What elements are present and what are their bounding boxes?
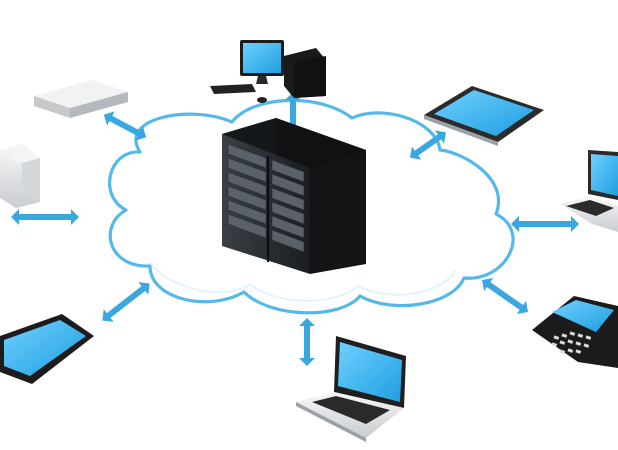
server-rack-icon [222, 118, 366, 274]
smartphone-keyboard-icon [532, 296, 618, 368]
arrow-hub-to-laptop-right [511, 216, 579, 232]
network-appliance-icon [34, 80, 128, 118]
storage-box-icon [0, 144, 40, 208]
arrow-hub-to-smartphone-touch [102, 282, 150, 322]
laptop-right-icon [560, 150, 618, 232]
laptop-bottom-icon [296, 336, 406, 442]
arrow-hub-to-tablet [409, 130, 447, 160]
desktop-computer-icon [210, 40, 326, 103]
arrow-hub-to-desktop [285, 92, 301, 136]
arrow-hub-to-smartphone-keyboard [482, 277, 528, 315]
tablet-icon [424, 86, 544, 146]
cloud-inner-shadow [149, 261, 457, 302]
server-slots [227, 143, 305, 253]
phone-keypad [551, 331, 592, 354]
arrow-hub-to-storage-box [11, 209, 79, 225]
arrow-hub-to-network-appliance [103, 111, 147, 141]
arrow-hub-to-laptop-bottom [299, 318, 315, 366]
connection-arrows [11, 92, 579, 366]
smartphone-touch-icon [0, 314, 94, 384]
